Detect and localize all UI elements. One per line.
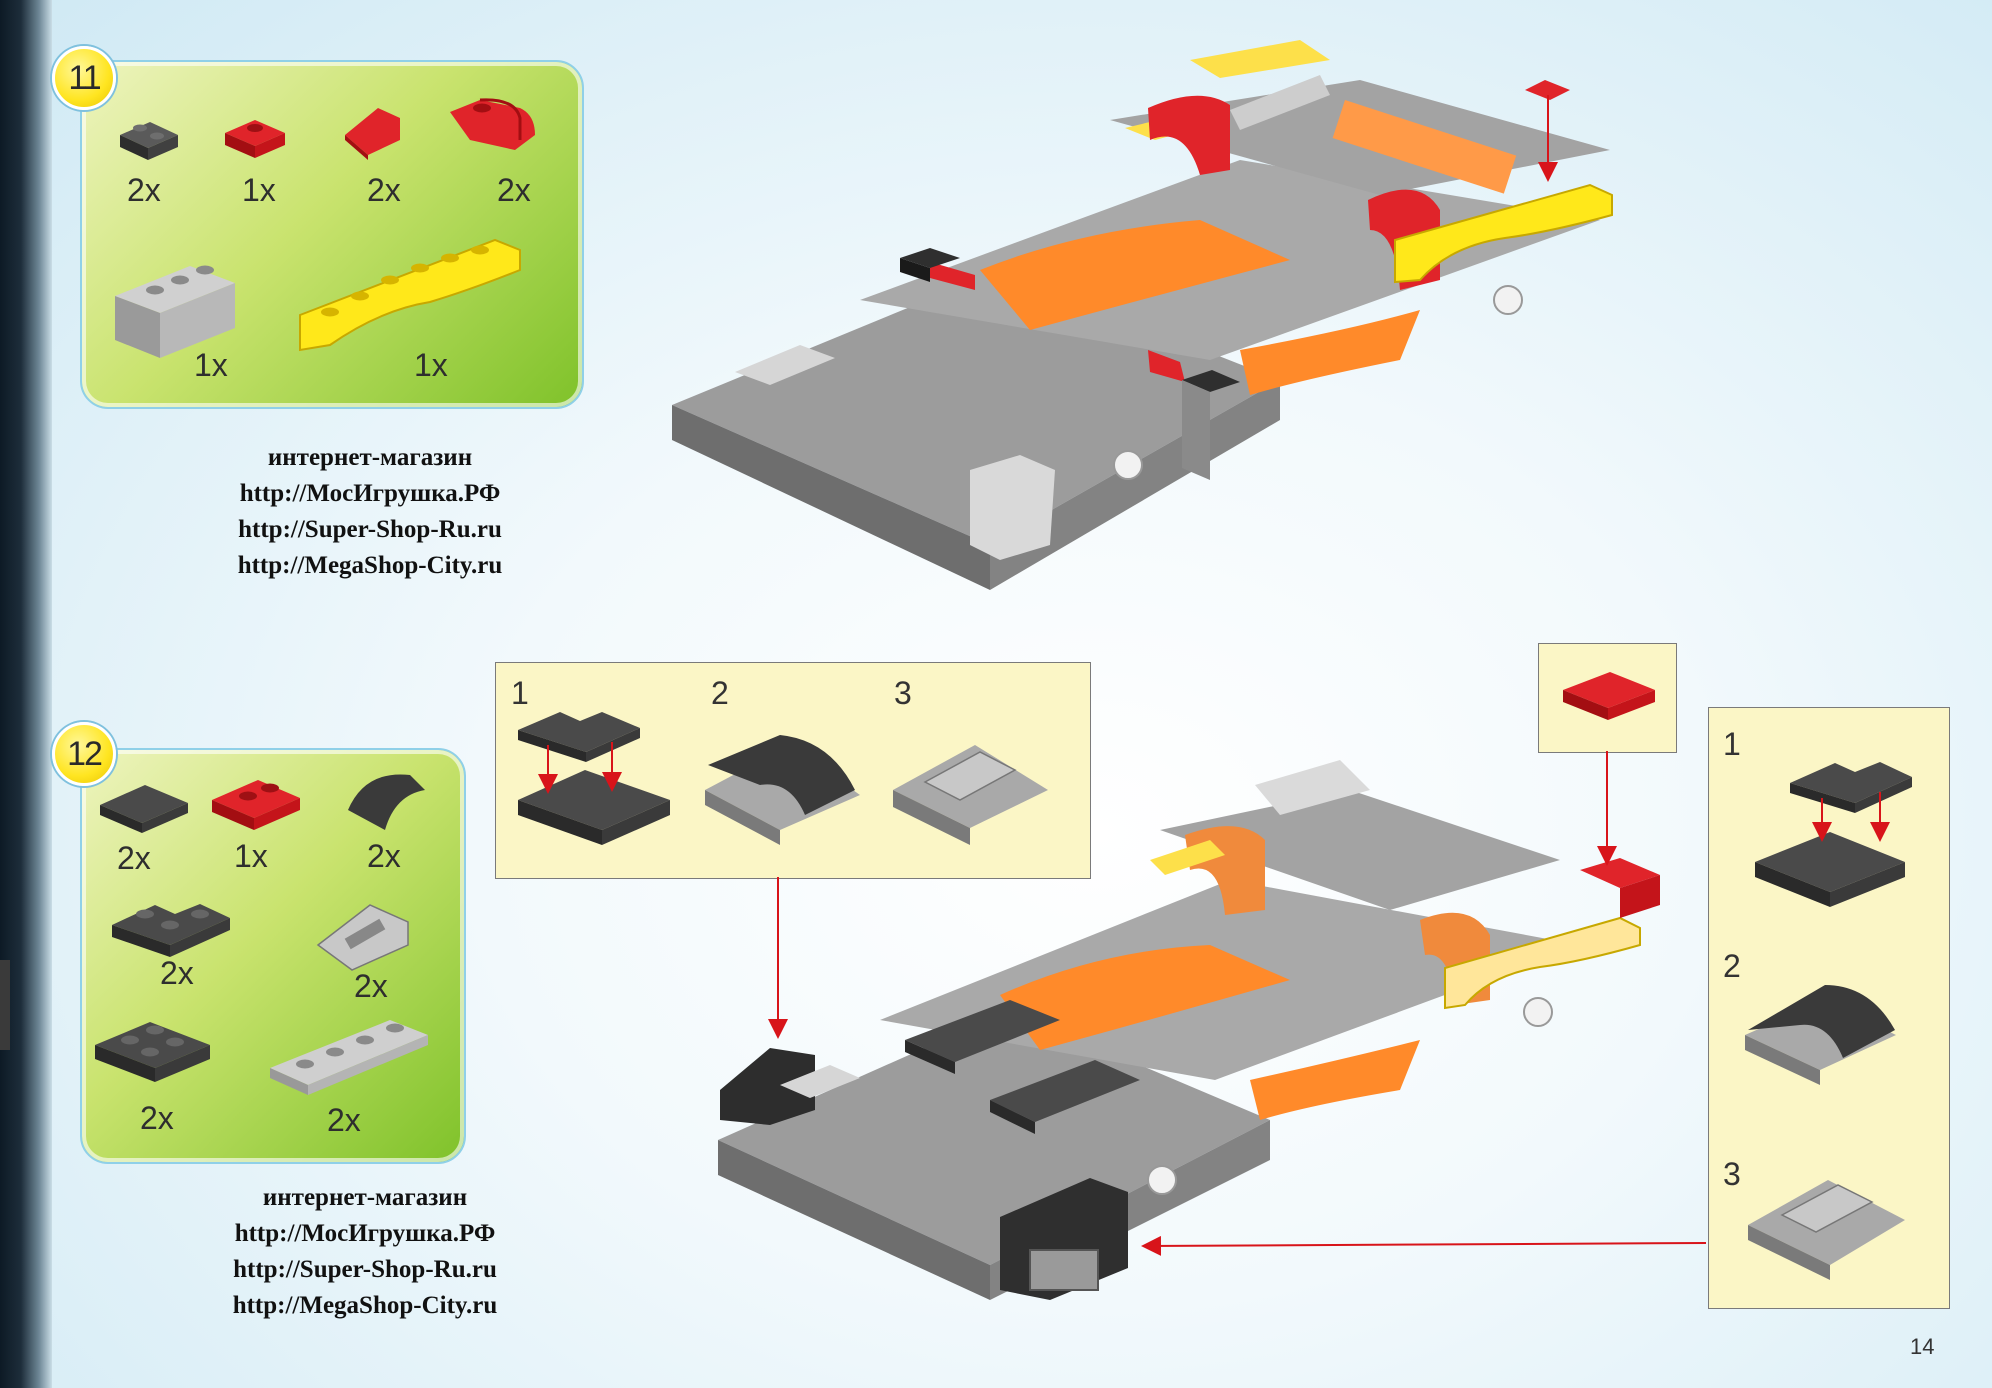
part-qty: 2x <box>327 1102 361 1138</box>
sub-assembly-3-illustration <box>893 745 1048 845</box>
part-qty: 1x <box>242 172 276 208</box>
part-qty: 2x <box>127 172 161 208</box>
part-qty: 1x <box>234 838 268 874</box>
brick-icon <box>225 120 285 158</box>
part-qty: 2x <box>160 955 194 991</box>
car-model-step-11 <box>672 40 1613 590</box>
part-qty: 2x <box>354 968 388 1004</box>
shop-url: http://Super-Shop-Ru.ru <box>238 516 502 543</box>
shop-url: http://MegaShop-City.ru <box>237 552 503 579</box>
shop-info: интернет-магазин http://МосИгрушка.РФ ht… <box>165 1180 565 1324</box>
tile-icon <box>100 785 188 833</box>
shop-label: интернет-магазин <box>262 1184 468 1211</box>
sub-assembly-v1-illustration <box>1755 762 1912 907</box>
part-qty: 2x <box>140 1100 174 1136</box>
part-qty: 2x <box>367 172 401 208</box>
brick-icon <box>120 122 178 160</box>
brick-icon <box>115 265 235 358</box>
shop-info: интернет-магазин http://МосИгрушка.РФ ht… <box>170 440 570 584</box>
part-qty: 2x <box>117 840 151 876</box>
shop-url: http://MegaShop-City.ru <box>232 1292 498 1319</box>
page-number: 14 <box>1910 1334 1935 1359</box>
sub-step-number: 1 <box>511 675 529 711</box>
spine-tab <box>0 960 10 1050</box>
red-plate-illustration <box>1563 672 1655 720</box>
part-qty: 1x <box>414 347 448 383</box>
part-qty: 2x <box>367 838 401 874</box>
car-model-step-12 <box>718 760 1660 1300</box>
step-number-badge: 12 <box>52 722 116 786</box>
plate-icon <box>270 1020 428 1095</box>
plate-icon <box>112 904 230 957</box>
curved-tile-icon <box>348 774 425 830</box>
sub-step-number: 1 <box>1723 726 1741 762</box>
part-qty: 1x <box>194 347 228 383</box>
sub-assembly-v2-illustration <box>1745 985 1896 1085</box>
grille-slope-icon <box>316 904 409 971</box>
sub-assembly-2-illustration <box>705 735 860 845</box>
sub-step-number: 2 <box>1723 948 1741 984</box>
sub-step-number: 2 <box>711 675 729 711</box>
sub-step-number: 3 <box>1723 1156 1741 1192</box>
sub-step-number: 3 <box>894 675 912 711</box>
slope-brick-icon <box>345 108 400 160</box>
arch-brick-icon <box>299 238 521 352</box>
shop-url: http://Super-Shop-Ru.ru <box>233 1256 497 1283</box>
book-spine <box>0 0 52 1388</box>
curved-brick-icon <box>450 98 535 150</box>
brick-icon <box>212 780 300 830</box>
sub-assembly-1-illustration <box>518 712 670 845</box>
part-qty: 2x <box>497 172 531 208</box>
plate-icon <box>95 1022 210 1082</box>
sub-assembly-v3-illustration <box>1748 1180 1905 1280</box>
shop-url: http://МосИгрушка.РФ <box>234 1220 496 1247</box>
step-number-badge: 11 <box>52 46 116 110</box>
shop-url: http://МосИгрушка.РФ <box>239 480 501 507</box>
shop-label: интернет-магазин <box>267 444 473 471</box>
